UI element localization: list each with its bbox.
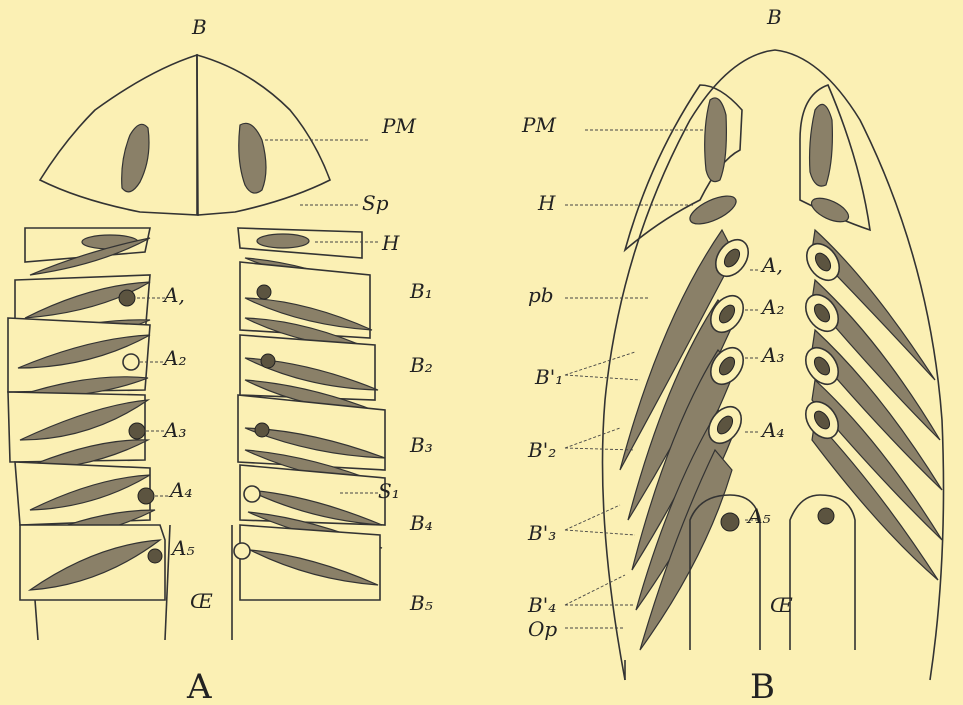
label-a3-a: A₃: [162, 418, 186, 442]
head-plate-right: [197, 55, 330, 215]
caption-b: B: [750, 667, 775, 705]
label-a1-b: A,: [760, 253, 783, 277]
label-a4-a: A₄: [168, 478, 192, 502]
label-a3-b: A₃: [760, 343, 784, 367]
label-b-top-b: B: [766, 5, 782, 29]
label-op-b: Op: [528, 617, 557, 641]
label-pm-a: PM: [381, 114, 416, 138]
label-b1p-b: B'₁: [534, 365, 563, 389]
dot-a5-left: [148, 549, 162, 563]
label-b5-a: B₅: [409, 591, 433, 615]
label-a4-b: A₄: [760, 418, 784, 442]
label-sp-a: Sp: [362, 191, 389, 215]
dot-a5-right-b: [818, 508, 834, 524]
premaxilla-b-right: [810, 104, 833, 186]
dot-a4-right: [244, 486, 260, 502]
label-a2-b: A₂: [760, 295, 784, 319]
label-a1-a: A,: [162, 283, 185, 307]
label-b1-a: B₁: [409, 279, 433, 303]
label-b2-a: B₂: [409, 353, 433, 377]
gill-fans-right-b: [812, 230, 942, 580]
label-a5-b: A₅: [746, 504, 770, 528]
label-a5-a: A₅: [170, 536, 194, 560]
label-b3p-b: B'₃: [527, 521, 556, 545]
figure-a: [8, 55, 385, 640]
head-plate-left: [40, 55, 198, 215]
label-s-a: S₁: [378, 479, 400, 503]
hyoid-b-left: [686, 190, 740, 229]
label-pb-b: pb: [528, 283, 554, 307]
segments-right: [238, 228, 385, 600]
label-a2-a: A₂: [162, 346, 186, 370]
dot-a1-left: [119, 290, 135, 306]
figure-b: [565, 50, 944, 680]
dot-a1-right: [257, 285, 271, 299]
dot-a4-left: [138, 488, 154, 504]
label-oe-b: Œ: [770, 593, 793, 617]
label-b4p-b: B'₄: [527, 593, 556, 617]
dot-a2-left: [123, 354, 139, 370]
label-pm-b: PM: [521, 113, 556, 137]
label-oe-a: Œ: [190, 589, 213, 613]
outer-left-edge: [35, 600, 38, 640]
label-b2p-b: B'₂: [527, 438, 556, 462]
dot-a5-right: [234, 543, 250, 559]
label-b-top-a: B: [191, 15, 207, 39]
dot-a5-left-b: [721, 513, 739, 531]
label-h-b: H: [537, 191, 556, 215]
label-h-a: H: [381, 231, 400, 255]
caption-a: A: [186, 667, 212, 705]
dot-a3-right: [255, 423, 269, 437]
label-b3-a: B₃: [409, 433, 433, 457]
dot-a3-left: [129, 423, 145, 439]
premaxilla-b-left: [705, 98, 727, 182]
label-b4-a: B₄: [409, 511, 433, 535]
dot-a2-right: [261, 354, 275, 368]
segments-left: [8, 228, 165, 600]
